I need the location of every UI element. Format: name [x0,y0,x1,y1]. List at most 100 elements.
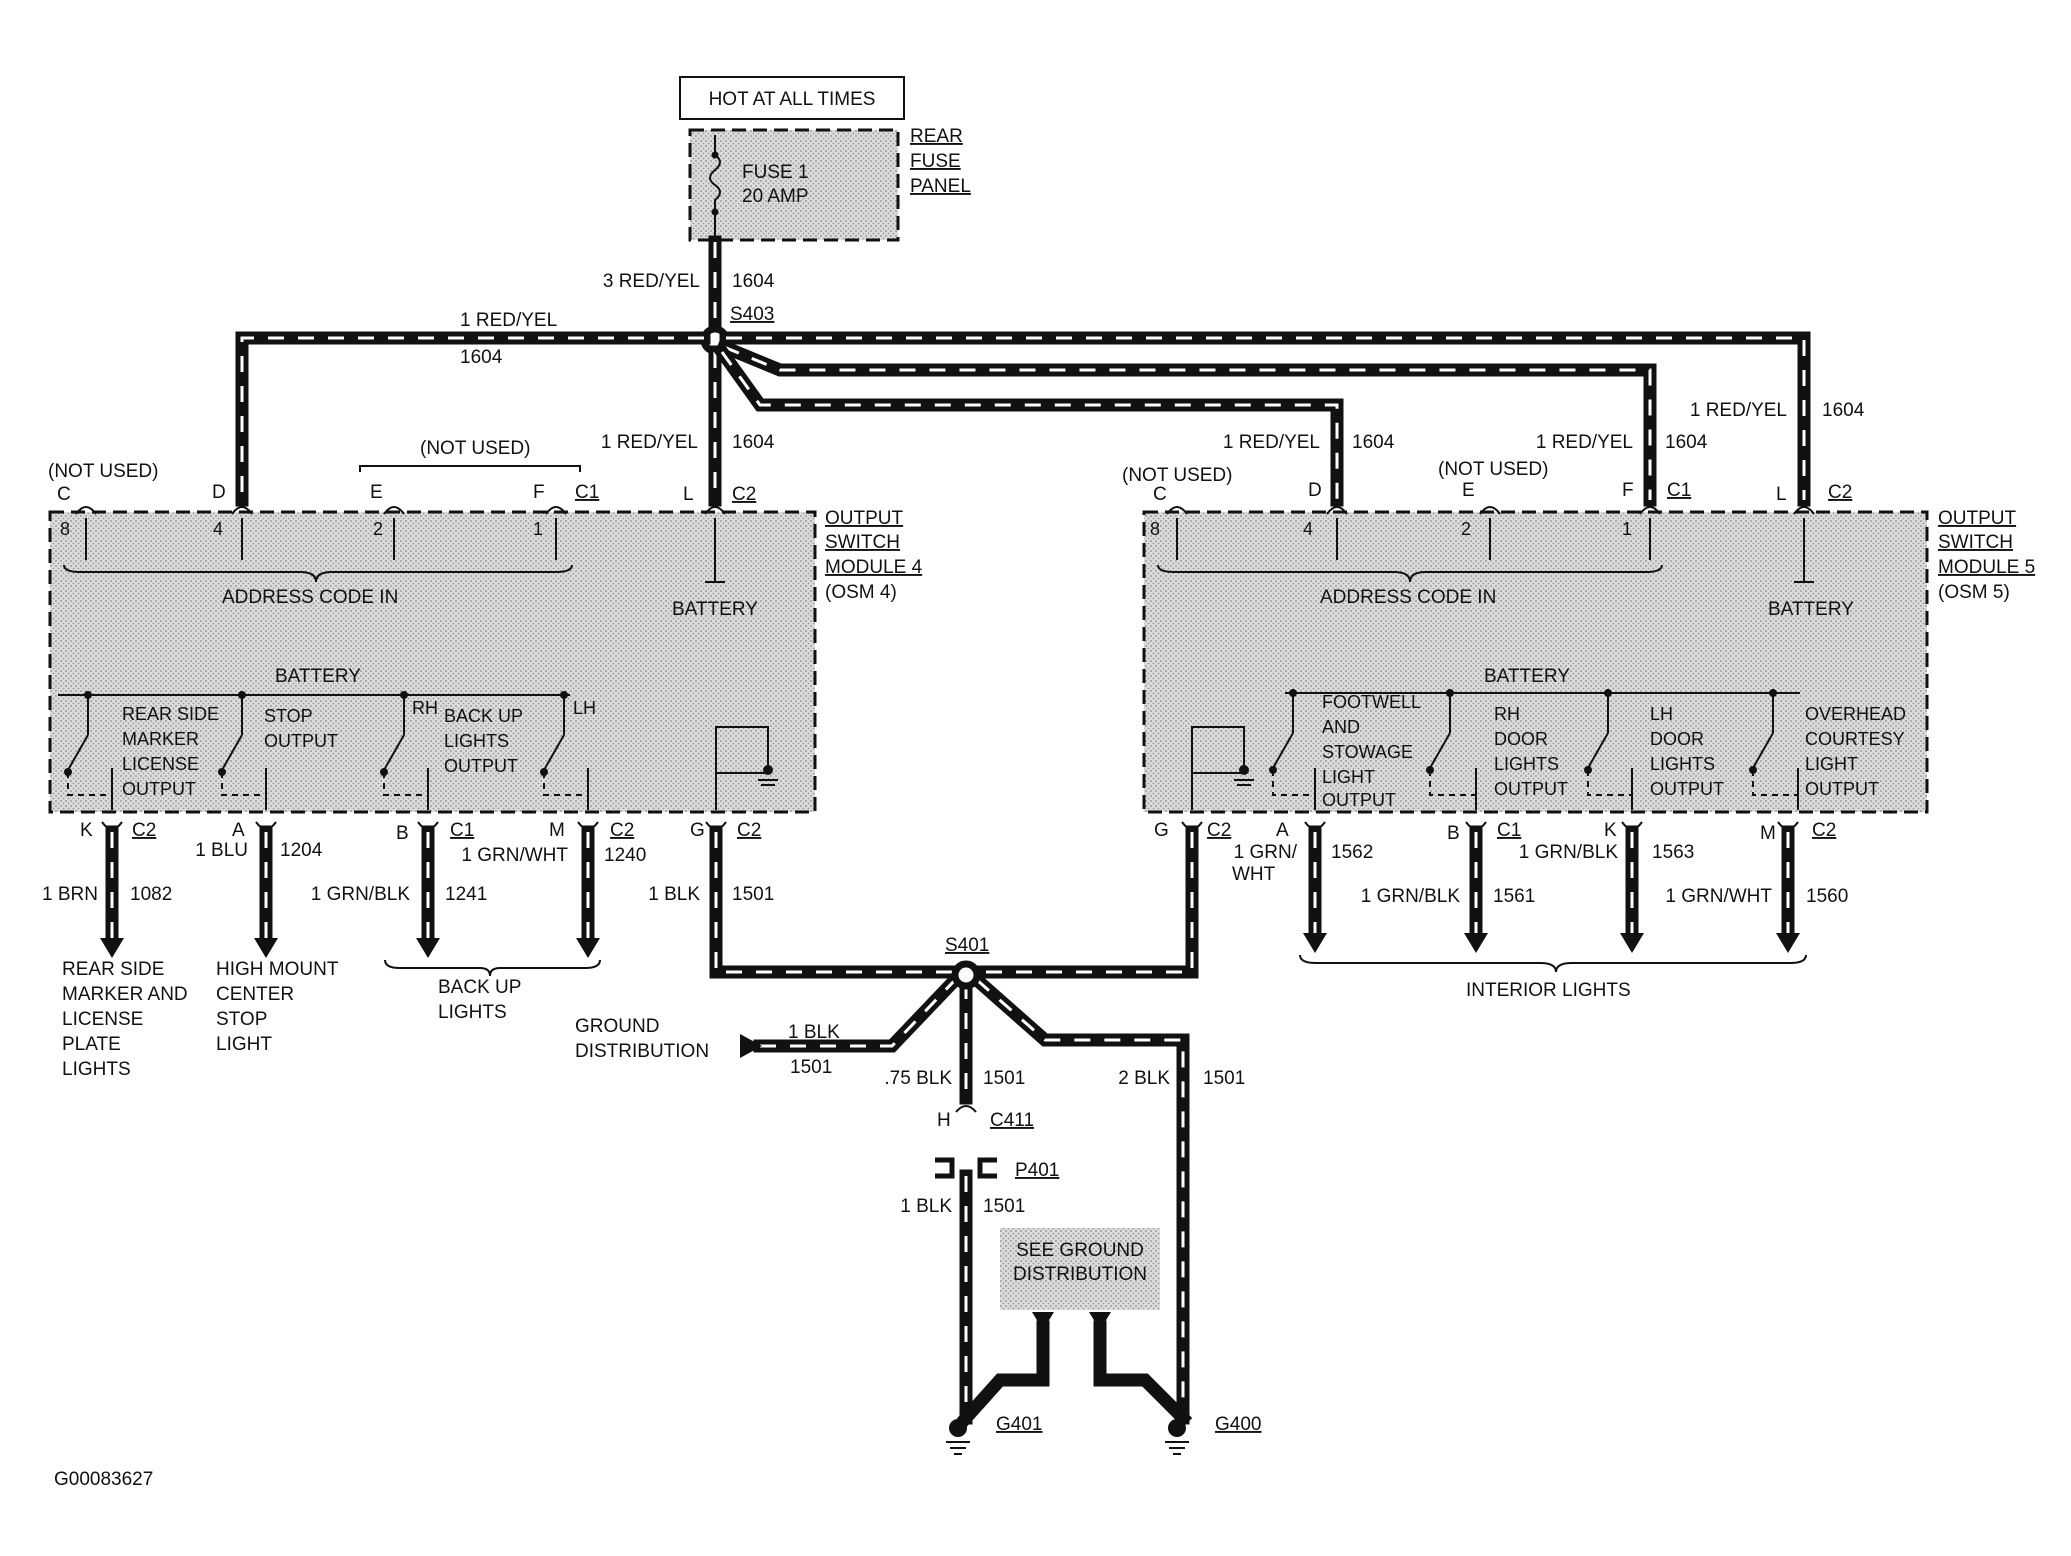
osm5-pin-l: L [1776,484,1787,505]
osm4-pin-c: C [57,484,71,505]
c411-connector [955,1105,977,1113]
osm4-wire-b-circuit: 1241 [445,884,487,905]
osm5-output-2-line4: OUTPUT [1494,779,1568,799]
osm4-output-wires [100,825,600,958]
osm5-conn-c2-top: C2 [1828,482,1852,503]
ground-wires [709,825,1199,1428]
osm4-bottom-conn-g: C2 [737,820,761,841]
osm5-load-interior: INTERIOR LIGHTS [1466,980,1631,1001]
ground-symbol-g401 [946,1419,970,1455]
osm4-pin-e: E [370,482,383,503]
osm5-output-1-line1: FOOTWELL [1322,692,1421,712]
ground-dist-circuit: 1501 [790,1057,832,1078]
osm4-conn-c1: C1 [575,482,599,503]
osm4-title-4: (OSM 4) [825,582,897,603]
ground-dist-label-1: GROUND [575,1016,659,1037]
osm4-load-1-line1: REAR SIDE [62,959,164,980]
osm5-title-3: MODULE 5 [1938,557,2035,578]
osm4-address-code: ADDRESS CODE IN [222,587,398,608]
osm4-output-lh: LH [573,698,596,718]
osm4-output-4-line3: OUTPUT [444,756,518,776]
osm5-wire-b-gauge: 1 GRN/BLK [1361,886,1461,907]
osm4-pin-d: D [212,482,226,503]
wire-c411-gauge: .75 BLK [884,1068,952,1089]
osm5-pin-num-4: 4 [1303,519,1313,539]
osm4-pin-f: F [533,482,545,503]
osm4-load-1-line3: LICENSE [62,1009,143,1030]
osm4-backup-bracket [384,959,601,977]
osm5-bottom-connectors [1181,821,1799,830]
osm4-output-rh: RH [412,698,438,718]
osm5-output-3-line2: DOOR [1650,729,1704,749]
osm4-module [48,510,817,814]
osm5-interior-bracket [1299,954,1807,973]
osm4-output-1-line3: LICENSE [122,754,199,774]
p401-symbol [935,1157,997,1179]
osm4-battery-bus-label: BATTERY [275,666,361,687]
osm4-load-1-line2: MARKER AND [62,984,188,1005]
osm5-wire-a-circuit: 1562 [1331,842,1373,863]
osm4-load-2-line4: LIGHT [216,1034,272,1055]
osm5-bottom-conn-b: C1 [1497,820,1521,841]
osm4-title-2: SWITCH [825,532,900,553]
osm5-output-1-line2: AND [1322,717,1360,737]
fuse-symbol [709,135,721,240]
osm5-battery: BATTERY [1768,599,1854,620]
osm5-output-4-line3: LIGHT [1805,754,1858,774]
fuse-rating: 20 AMP [742,186,809,207]
feed-wire-gauge: 3 RED/YEL [603,271,700,292]
fuse-name: FUSE 1 [742,162,809,183]
osm4-load-2-line1: HIGH MOUNT [216,959,339,980]
osm5-output-3-line1: LH [1650,704,1673,724]
ground-dist-gauge: 1 BLK [788,1022,840,1043]
hot-at-all-times-label: HOT AT ALL TIMES [709,89,876,110]
osm4-pin-num-8: 8 [60,519,70,539]
see-ground-label-1: SEE GROUND [1016,1240,1144,1261]
osm4-output-1-line1: REAR SIDE [122,704,219,724]
osm4-output-1-line2: MARKER [122,729,199,749]
see-ground-box [1000,1228,1160,1310]
osm5-wire-l-gauge: 1 RED/YEL [1690,400,1787,421]
splice-s401-label: S401 [945,935,989,956]
osm5-output-3-line4: OUTPUT [1650,779,1724,799]
osm4-load-1-line4: PLATE [62,1034,121,1055]
splice-s401 [951,960,981,990]
osm5-output-1-line3: STOWAGE [1322,742,1413,762]
osm4-wire-m-gauge: 1 GRN/WHT [461,845,568,866]
osm4-pin-num-1: 1 [533,519,543,539]
osm5-output-1-line5: OUTPUT [1322,790,1396,810]
osm4-load-3-line2: LIGHTS [438,1002,507,1023]
osm4-wire-k-circuit: 1082 [130,884,172,905]
osm4-bottom-pin-g: G [690,820,705,841]
osm5-wire-f-gauge: 1 RED/YEL [1536,432,1633,453]
osm5-pin-num-2: 2 [1461,519,1471,539]
osm4-pin-num-2: 2 [373,519,383,539]
osm4-bottom-conn-k: C2 [132,820,156,841]
osm5-top-connectors [1166,506,1815,515]
osm5-pin-f: F [1622,480,1634,501]
osm5-bottom-pin-g: G [1154,820,1169,841]
osm5-pin-e: E [1462,480,1475,501]
osm5-wire-d-circuit: 1604 [1352,432,1395,453]
osm4-wire-l-circuit: 1604 [732,432,775,453]
osm5-wire-a-gauge-2: WHT [1232,864,1276,885]
osm5-module [1142,510,1929,814]
osm5-output-4-line1: OVERHEAD [1805,704,1906,724]
osm5-pin-d: D [1308,480,1322,501]
osm4-load-3-line1: BACK UP [438,977,521,998]
ground-dist-arrow [740,1034,762,1058]
osm4-conn-c2-top: C2 [732,484,756,505]
rear-fuse-panel [688,128,900,242]
see-ground-label-2: DISTRIBUTION [1013,1264,1147,1285]
wire-after-p401-circuit: 1501 [983,1196,1025,1217]
osm4-bottom-pin-a: A [232,820,245,841]
osm4-output-4-line1: BACK UP [444,706,523,726]
fuse-panel-label-3: PANEL [910,176,971,197]
g400-label: G400 [1215,1414,1261,1435]
osm5-bottom-pin-b: B [1447,823,1460,844]
osm4-wire-a-gauge: 1 BLU [195,840,248,861]
osm4-output-1-line4: OUTPUT [122,779,196,799]
osm5-output-wires [1303,825,1800,953]
osm4-title-3: MODULE 4 [825,557,923,578]
